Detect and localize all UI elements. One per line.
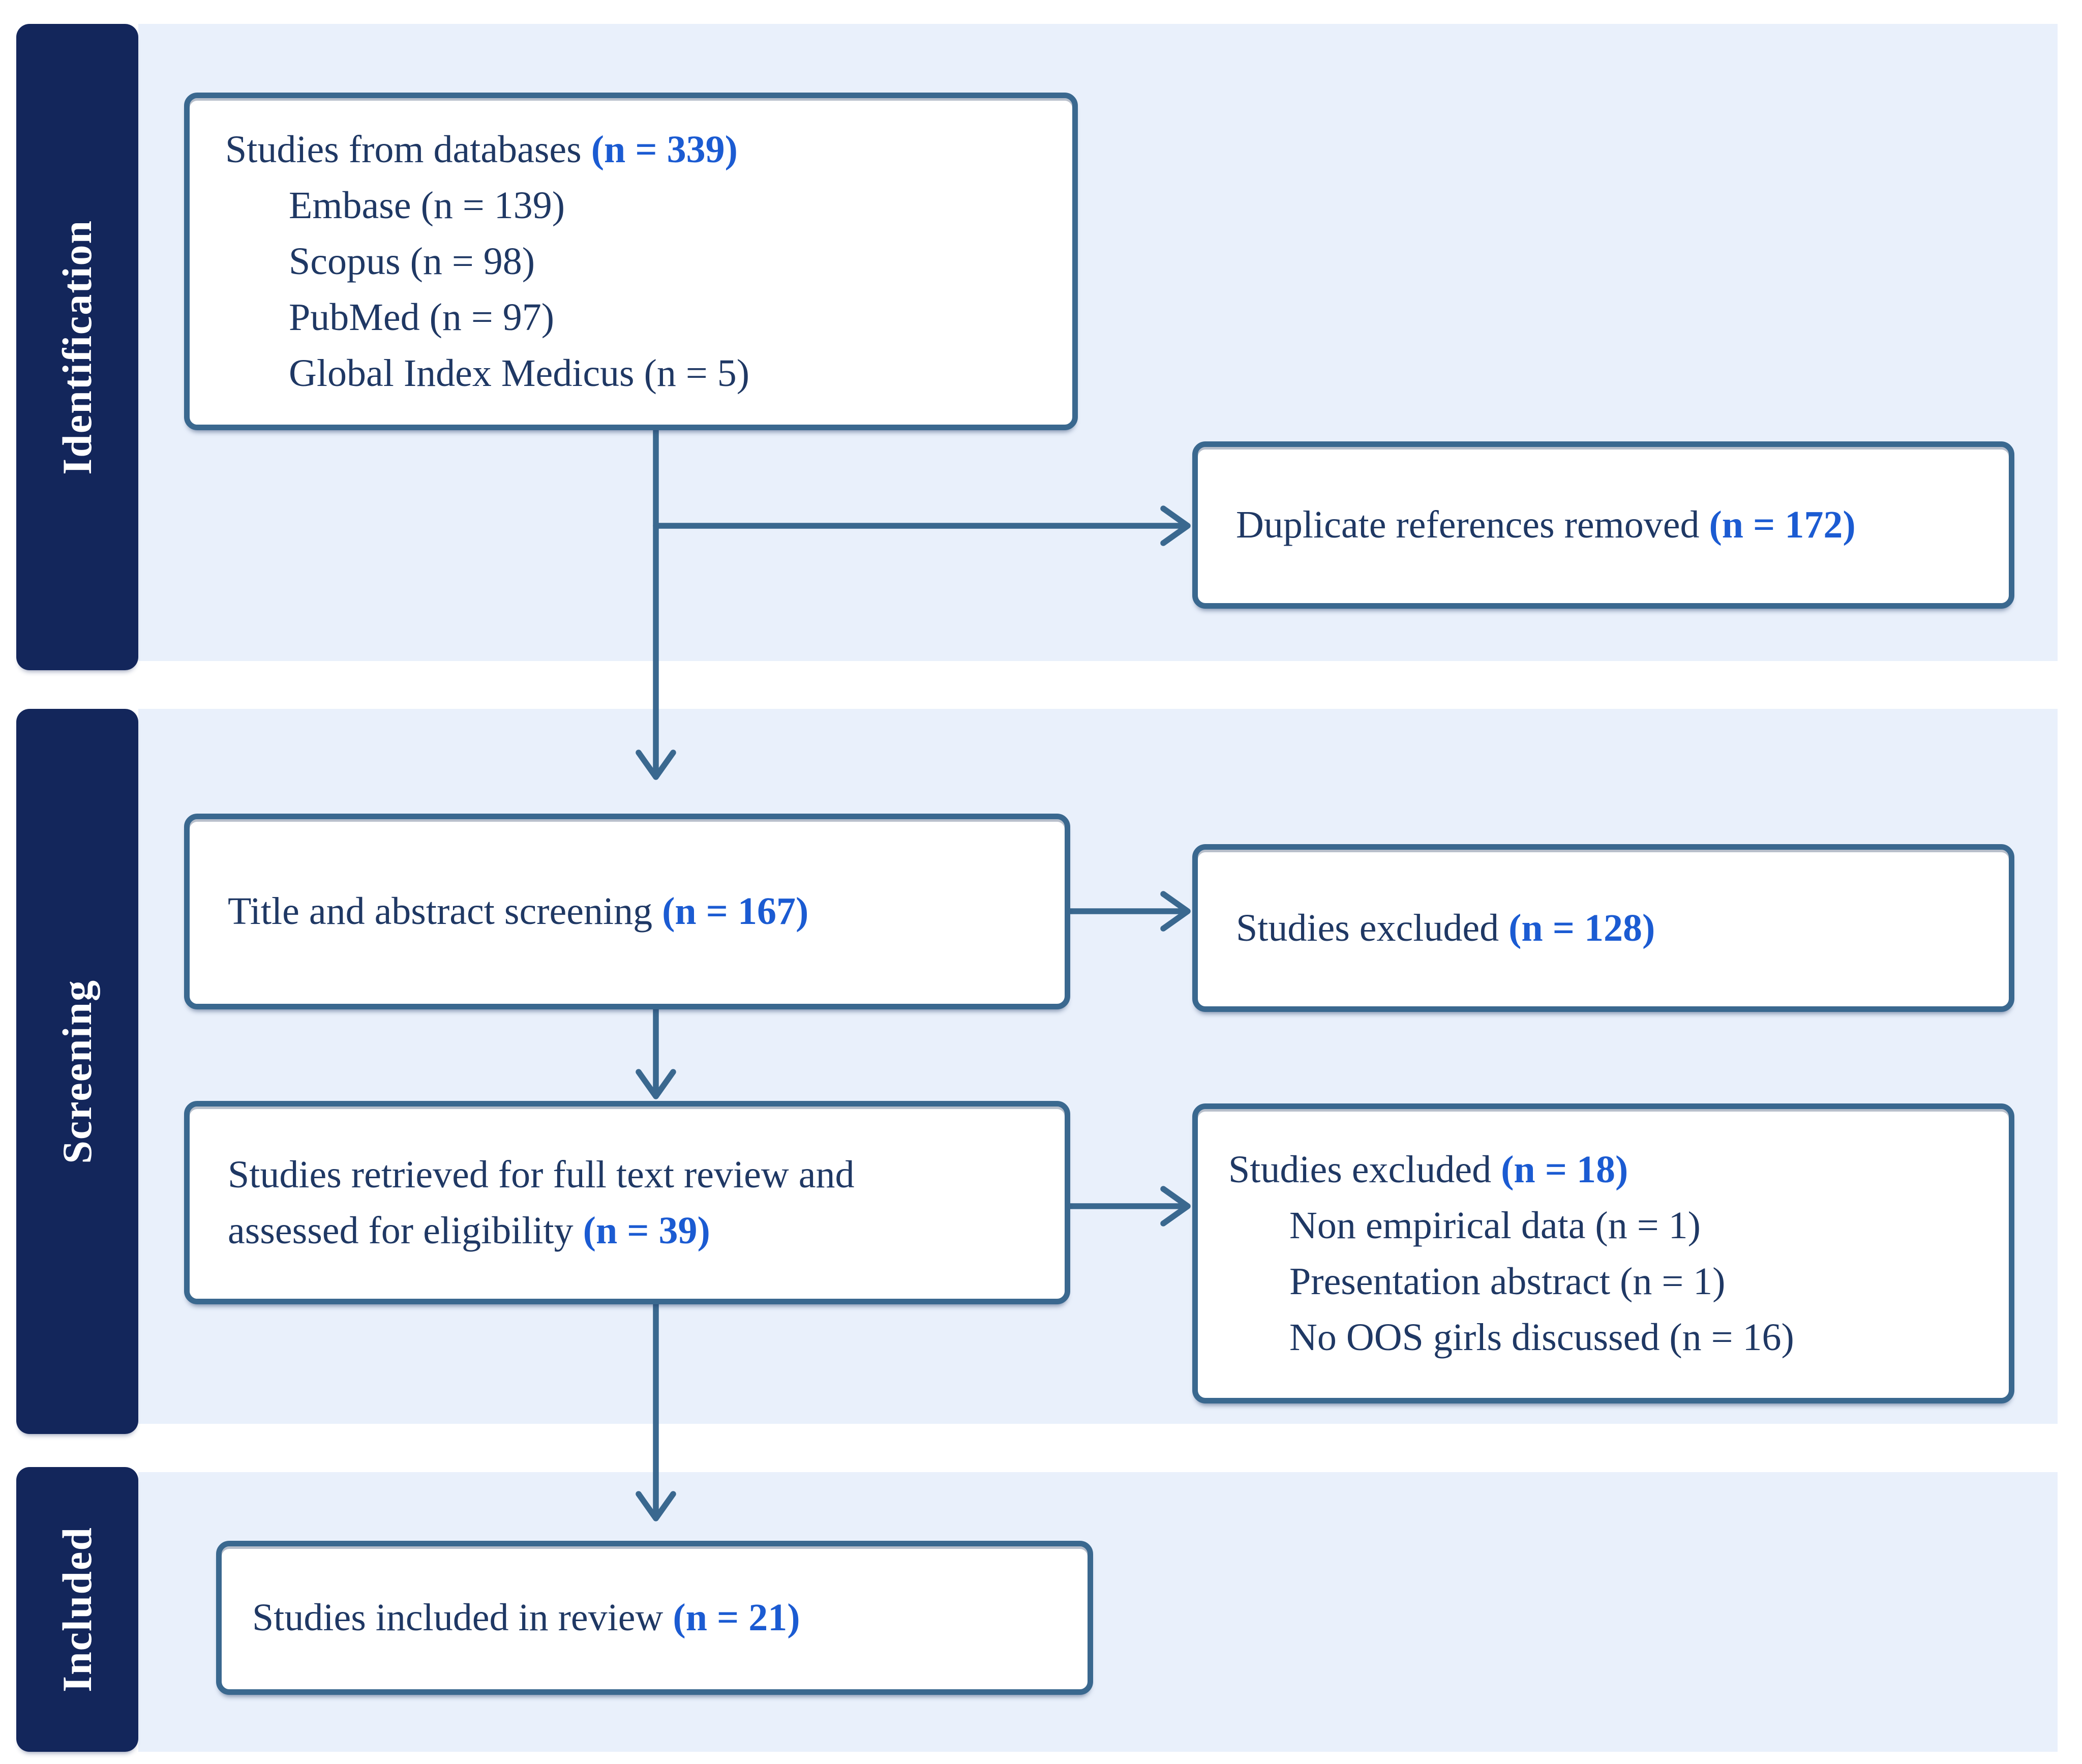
count-badge: (n = 128) (1508, 906, 1655, 949)
box-text-line: Studies retrieved for full text review a… (228, 1153, 855, 1196)
box-title-line: Studies excluded (n = 18) (1228, 1142, 2009, 1198)
stage-label-text: Identification (54, 219, 100, 475)
box-text: Studies excluded (1228, 1148, 1501, 1191)
database-item: PubMed (n = 97) (289, 296, 555, 339)
box-title-line: Duplicate references removed (n = 172) (1236, 497, 2009, 553)
stage-label-text: Included (54, 1527, 100, 1692)
stage-label-included: Included (16, 1467, 138, 1752)
count-badge: (n = 39) (583, 1209, 710, 1252)
box-title-line: Title and abstract screening (n = 167) (228, 883, 1065, 939)
count-badge: (n = 21) (673, 1596, 800, 1639)
box-title-line: Studies excluded (n = 128) (1236, 900, 2009, 956)
database-item: Scopus (n = 98) (289, 240, 535, 283)
box-full-text-review: Studies retrieved for full text review a… (184, 1101, 1070, 1304)
exclusion-reason-item: Presentation abstract (n = 1) (1289, 1260, 1726, 1303)
box-title-abstract-screening: Title and abstract screening (n = 167) (184, 814, 1070, 1009)
box-databases: Studies from databases (n = 339) Embase … (184, 93, 1078, 430)
stage-label-text: Screening (54, 979, 100, 1164)
box-excluded-full-text: Studies excluded (n = 18) Non empirical … (1192, 1103, 2014, 1403)
box-text: assessed for eligibility (228, 1209, 583, 1252)
box-title-line: Studies from databases (n = 339) (225, 122, 1072, 177)
box-text: Title and abstract screening (228, 890, 662, 933)
box-excluded-screening: Studies excluded (n = 128) (1192, 844, 2014, 1012)
box-text-line: assessed for eligibility (n = 39) (228, 1203, 1065, 1259)
count-badge: (n = 172) (1709, 503, 1856, 547)
box-text: Studies included in review (252, 1596, 673, 1639)
box-included-in-review: Studies included in review (n = 21) (216, 1541, 1093, 1695)
box-text: Duplicate references removed (1236, 503, 1709, 547)
database-item: Global Index Medicus (n = 5) (289, 352, 750, 395)
box-text: Studies excluded (1236, 906, 1509, 949)
count-badge: (n = 167) (662, 890, 809, 933)
count-badge: (n = 18) (1501, 1148, 1628, 1191)
stage-label-identification: Identification (16, 24, 138, 670)
count-badge: (n = 339) (591, 128, 738, 171)
exclusion-reason-item: Non empirical data (n = 1) (1289, 1204, 1701, 1247)
stage-label-screening: Screening (16, 709, 138, 1434)
exclusion-reason-item: No OOS girls discussed (n = 16) (1289, 1316, 1794, 1359)
box-duplicates-removed: Duplicate references removed (n = 172) (1192, 441, 2014, 609)
database-item: Embase (n = 139) (289, 184, 565, 227)
box-title-line: Studies included in review (n = 21) (252, 1590, 1088, 1646)
box-text: Studies from databases (225, 128, 591, 171)
